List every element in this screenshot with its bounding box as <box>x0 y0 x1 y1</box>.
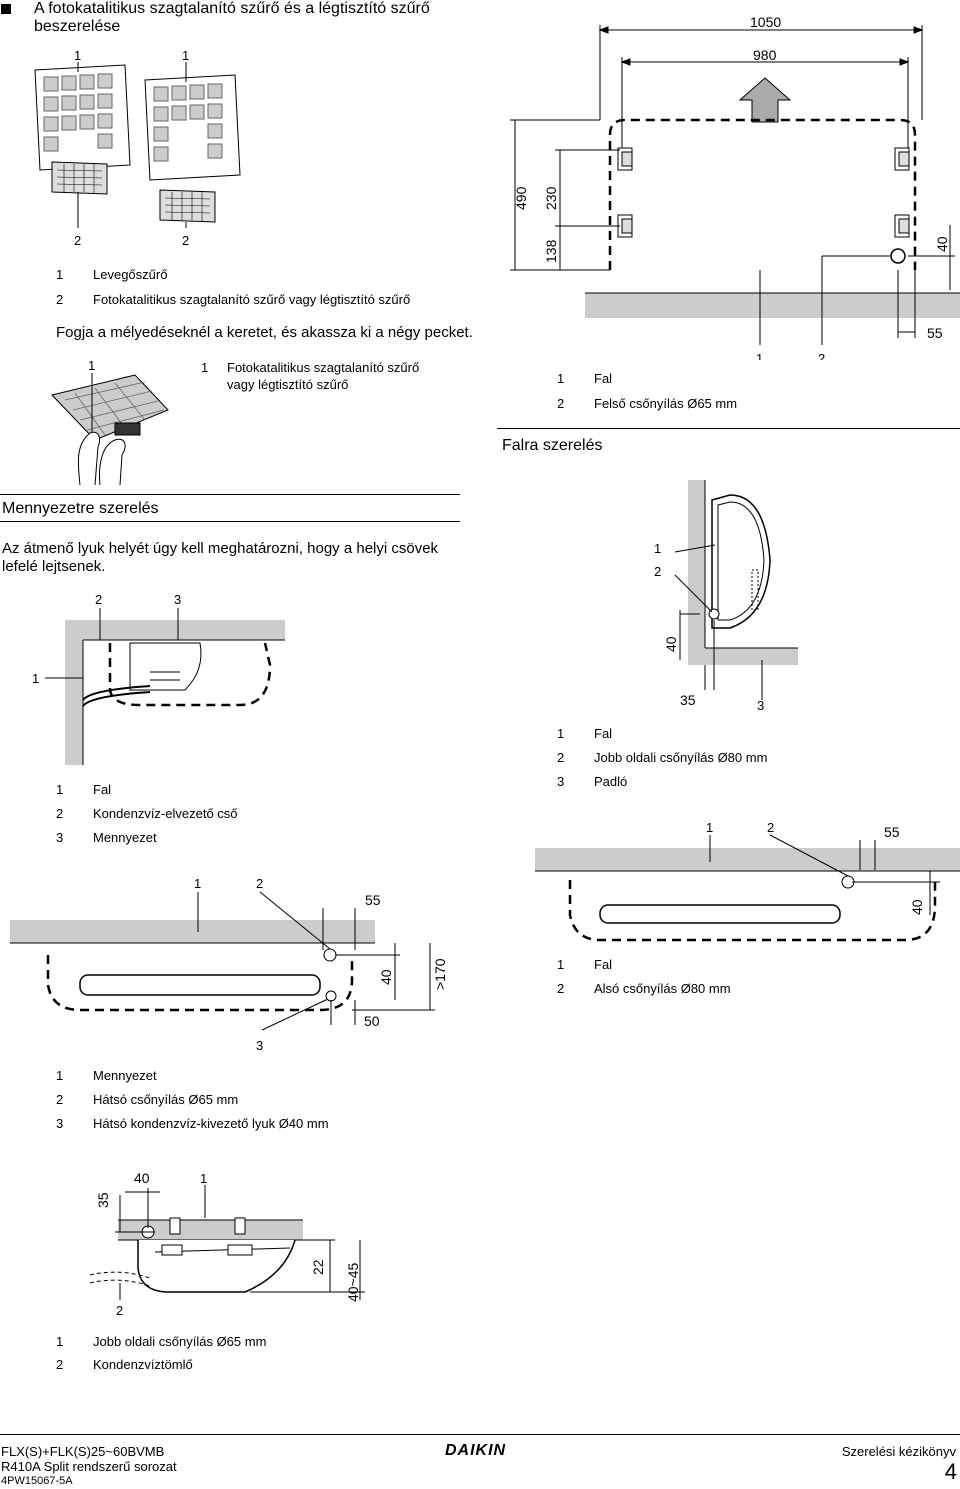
wall-mount-heading: Falra szerelés <box>502 437 603 454</box>
footer-rule <box>0 1434 960 1435</box>
dim-490: 490 <box>513 186 529 210</box>
wall-callout-1: 1 <box>756 351 763 360</box>
dim-40: 40 <box>934 236 950 252</box>
ceiling-callout-3: 3 <box>174 592 181 607</box>
footer-manual: Szerelési kézikönyv <box>841 1444 956 1459</box>
floor-top-figure: 1 2 55 40 <box>535 820 960 942</box>
ceiling-top-callout-2: 2 <box>256 876 263 891</box>
filter-callout-1b: 1 <box>182 48 189 63</box>
ceiling-top-callout-1: 1 <box>194 876 201 891</box>
ceiling-top-dim-55: 55 <box>365 892 381 908</box>
hands-legend-num: 1 <box>201 360 209 375</box>
side-pipe-figure: 35 40 1 22 40~45 2 <box>89 1170 365 1318</box>
hands-callout-1: 1 <box>88 358 95 373</box>
filter-callout-1a: 1 <box>74 48 81 63</box>
ceiling-callout-2: 2 <box>95 592 102 607</box>
section-title-line2: beszerelése <box>34 18 121 35</box>
deodorizing-filter-right <box>159 189 216 223</box>
floor-top-callout-1: 1 <box>706 820 713 835</box>
section-title-line1: A fotokatalitikus szagtalanító szűrő és … <box>34 0 430 17</box>
pipe-hole-icon <box>323 948 337 962</box>
wall-callout-2: 2 <box>818 351 825 360</box>
section-bullet <box>1 4 11 14</box>
filter-callout-2b: 2 <box>182 233 189 248</box>
floor-side-dim-35: 35 <box>680 692 696 708</box>
side-dim-22: 22 <box>310 1259 326 1275</box>
side-dim-40: 40 <box>134 1170 150 1186</box>
floor-side-dim-40: 40 <box>663 636 679 652</box>
floor-top-dim-40: 40 <box>909 899 925 915</box>
floor-top-dim-55: 55 <box>884 824 900 840</box>
ceiling-drain-figure: 2 3 1 <box>32 592 285 765</box>
ceiling-callout-1: 1 <box>32 671 39 686</box>
ceiling-heading: Mennyezetre szerelés <box>2 500 159 517</box>
floor-side-callout-2: 2 <box>654 564 661 579</box>
side-callout-1: 1 <box>200 1171 207 1186</box>
floor-side-callout-1: 1 <box>654 541 661 556</box>
dim-138: 138 <box>543 239 559 263</box>
floor-side-figure: 1 2 40 35 3 <box>654 480 798 713</box>
deodorizing-filter-left <box>51 161 108 195</box>
hands-legend-line2: vagy légtisztító szűrő <box>227 377 349 392</box>
hands-legend-line1: Fotokatalitikus szagtalanító szűrő <box>227 360 420 375</box>
ceiling-paragraph-line1: Az átmenő lyuk helyét úgy kell meghatáro… <box>2 540 439 557</box>
ceiling-heading-rule <box>0 494 460 495</box>
ceiling-top-dim-50: 50 <box>364 1013 380 1029</box>
side-callout-2: 2 <box>116 1303 123 1318</box>
dim-55: 55 <box>927 325 943 341</box>
dim-230: 230 <box>543 186 559 210</box>
air-filter-right <box>144 74 241 181</box>
wall-heading-rule <box>497 428 960 429</box>
ceiling-top-figure: 1 2 55 40 >170 50 3 <box>10 876 448 1053</box>
page-number: 4 <box>944 1459 957 1484</box>
pipe-hole-icon <box>890 248 906 264</box>
air-filter-left <box>34 64 131 171</box>
hands-filter-figure: 1 <box>51 358 169 485</box>
wall-mount-figure: 1050 980 490 230 138 40 1 2 55 <box>510 8 960 360</box>
dim-980: 980 <box>753 47 777 63</box>
ceiling-paragraph-line2: lefelé lejtsenek. <box>2 558 106 575</box>
filter-figure: 1 1 2 2 <box>34 48 241 248</box>
ceiling-top-dim-40: 40 <box>378 969 394 985</box>
floor-side-callout-3: 3 <box>757 698 764 713</box>
side-dim-40-45: 40~45 <box>345 1262 361 1302</box>
ceiling-top-dim-170: >170 <box>432 958 448 990</box>
footer-model: FLX(S)+FLK(S)25~60BVMB <box>1 1444 165 1459</box>
ceiling-heading-rule-bottom <box>0 521 460 522</box>
side-dim-35: 35 <box>95 1192 111 1208</box>
instruction-text: Fogja a mélyedéseknél a keretet, és akas… <box>56 324 473 341</box>
filter-callout-2a: 2 <box>74 233 81 248</box>
mounting-bracket-icon <box>617 147 910 238</box>
up-arrow-icon <box>738 77 792 123</box>
footer-doc-code: 4PW15067-5A <box>1 1475 73 1487</box>
floor-top-callout-2: 2 <box>767 820 774 835</box>
footer-series: R410A Split rendszerű sorozat <box>1 1459 177 1474</box>
ceiling-top-callout-3: 3 <box>256 1038 263 1053</box>
dim-1050: 1050 <box>750 14 781 30</box>
daikin-logo: DAIKIN <box>445 1442 507 1459</box>
